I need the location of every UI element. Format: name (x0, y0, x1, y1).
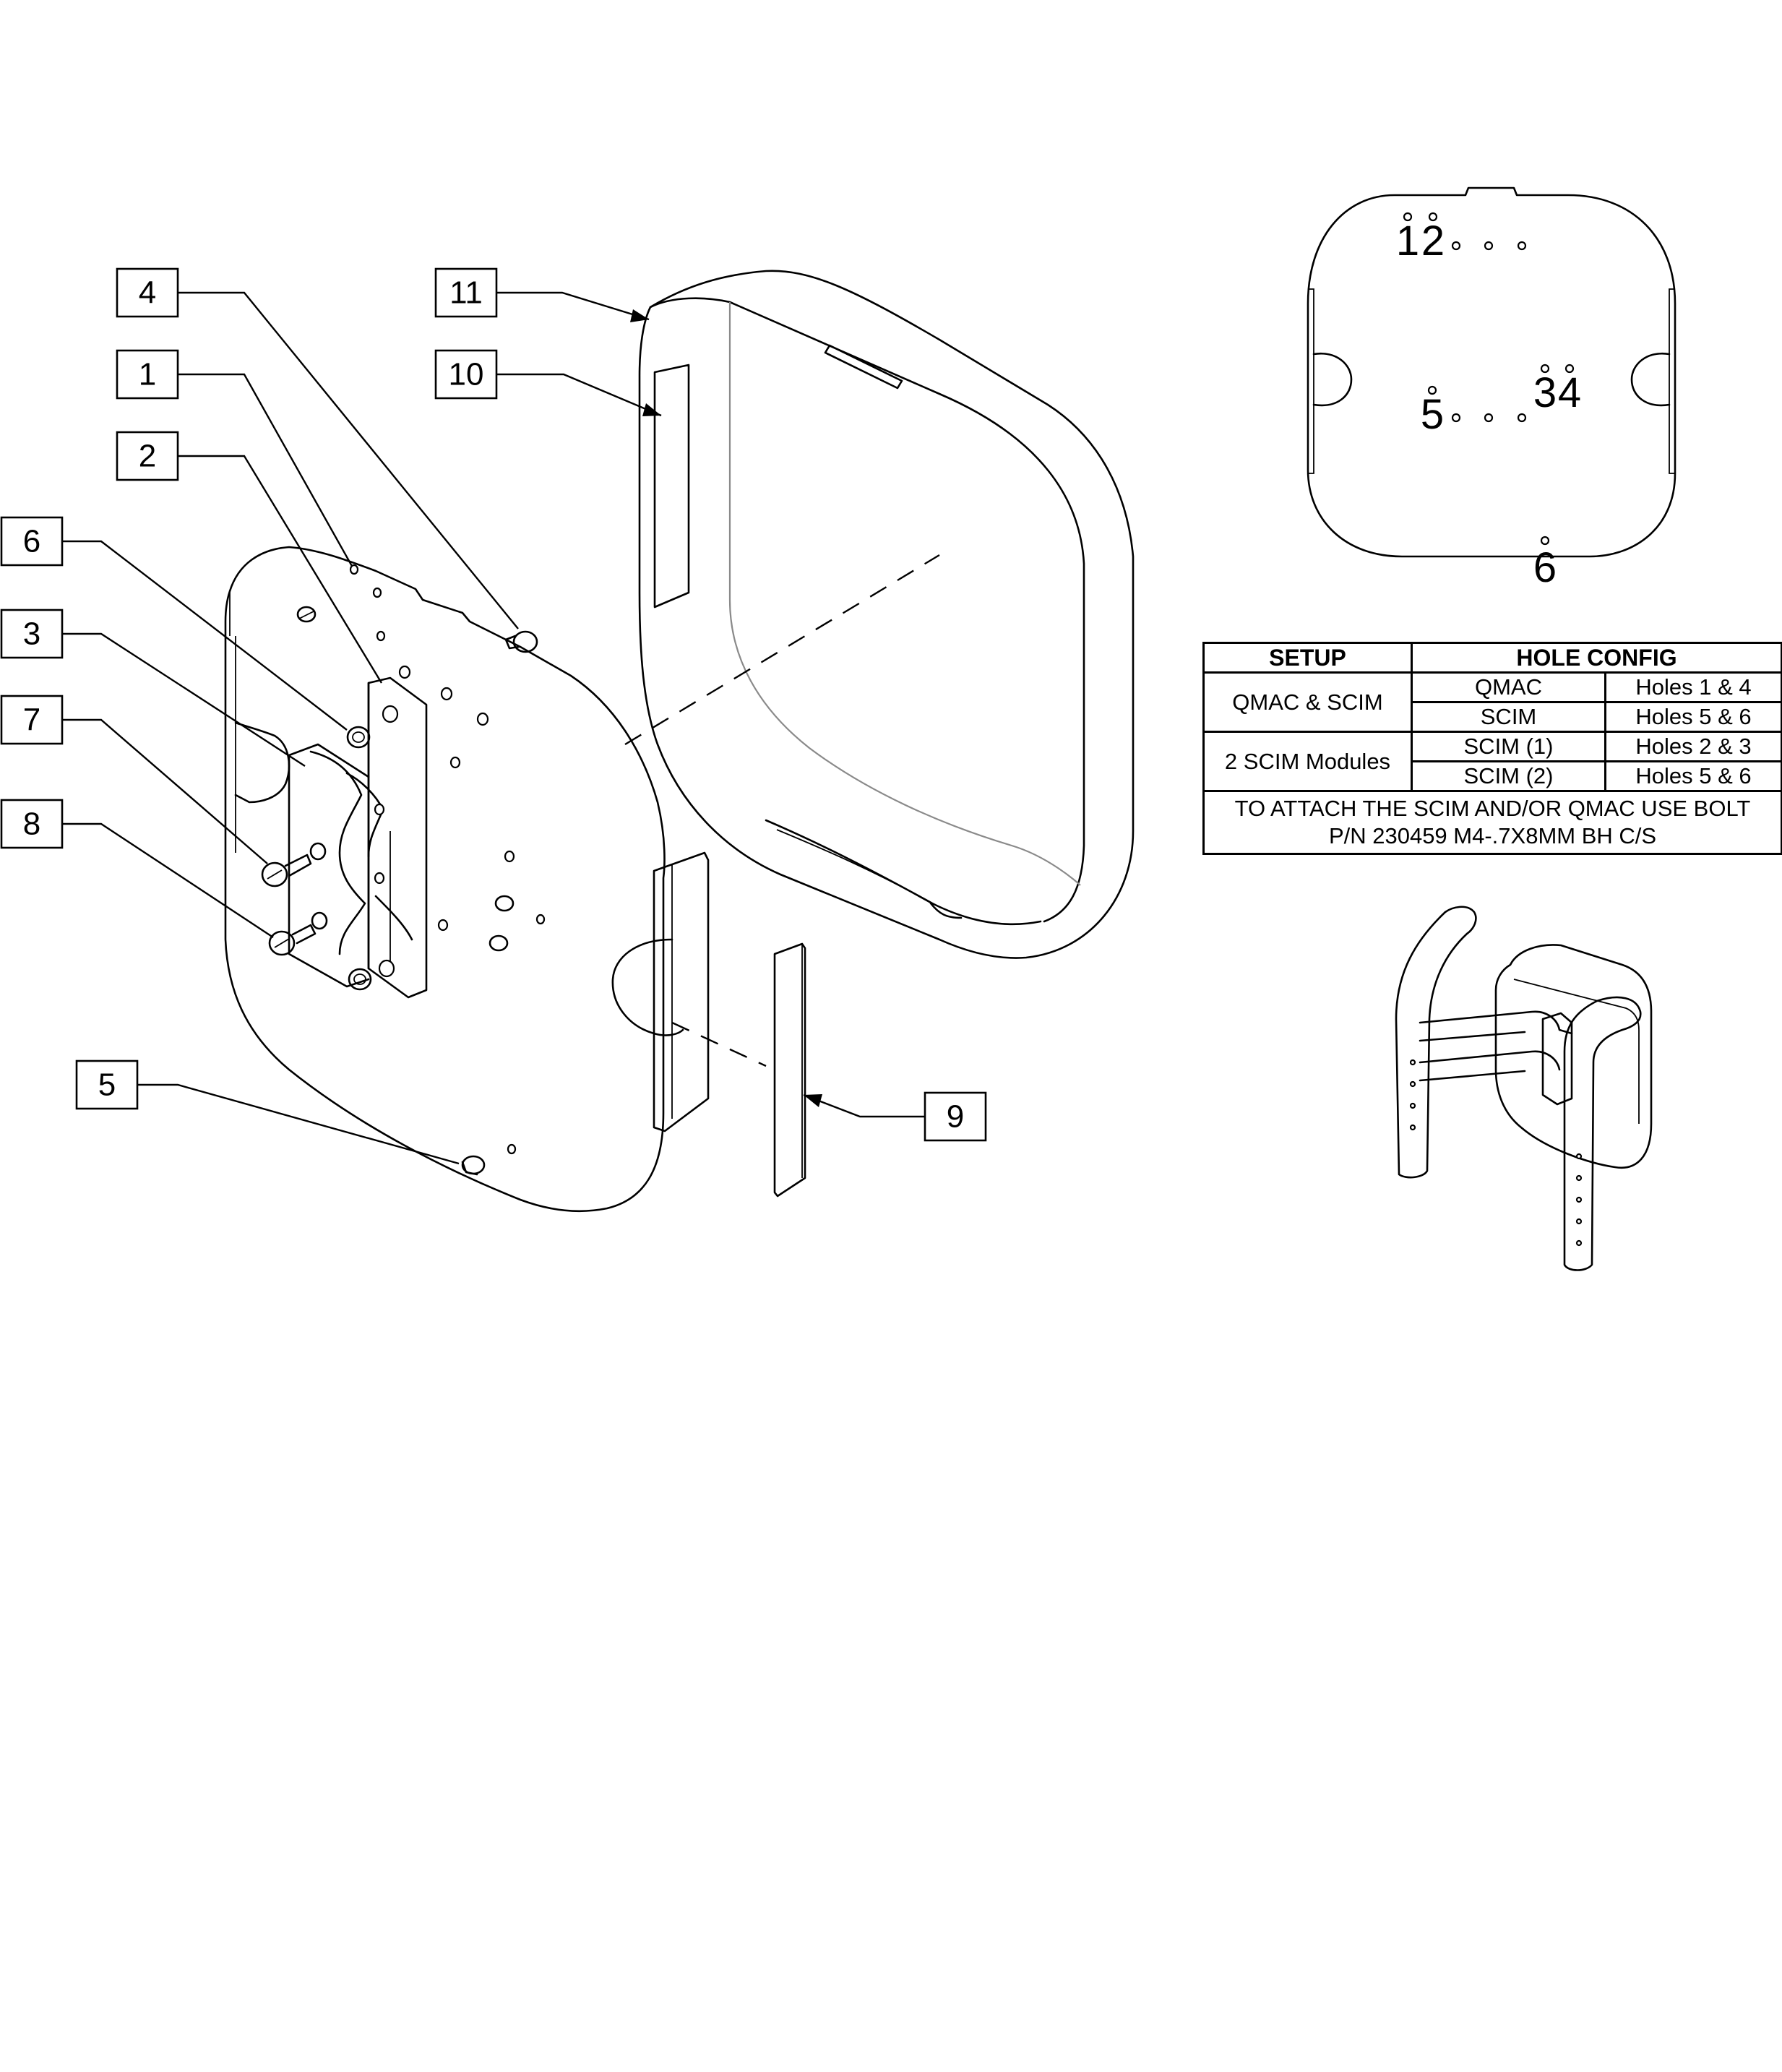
callout-11: 11 (434, 267, 650, 322)
callout-9: 9 (803, 1091, 987, 1142)
hole-config-table: SETUP HOLE CONFIG QMAC & SCIM QMAC Holes… (1202, 642, 1782, 855)
bracket-block (288, 676, 428, 999)
bolt-item-8 (268, 911, 328, 956)
bolt-item-7 (261, 842, 327, 887)
hole-position-view: 1 2 3 4 5 6 (1307, 186, 1676, 591)
module-cell: SCIM (1411, 701, 1606, 733)
svg-text:8: 8 (23, 807, 40, 842)
hole-label-6: 6 (1533, 544, 1557, 591)
svg-text:3: 3 (23, 616, 40, 652)
holes-cell: Holes 5 & 6 (1604, 701, 1782, 733)
screw-item-5 (461, 1155, 486, 1176)
module-cell: SCIM (1) (1411, 731, 1606, 762)
hole-label-3: 3 (1533, 369, 1557, 416)
screw-small-1 (296, 606, 317, 623)
callout-6: 6 (0, 516, 348, 731)
svg-text:1: 1 (139, 357, 156, 392)
svg-text:4: 4 (139, 275, 156, 311)
hole-label-5: 5 (1421, 391, 1444, 438)
mounting-plate (224, 546, 767, 1213)
holes-cell: Holes 2 & 3 (1604, 731, 1782, 762)
callout-5: 5 (75, 1059, 460, 1165)
svg-text:2: 2 (139, 439, 156, 474)
back-shell (624, 270, 1135, 959)
callout-3: 3 (0, 609, 306, 768)
module-cell: QMAC (1411, 671, 1606, 703)
hole-label-2: 2 (1421, 218, 1445, 265)
nut-lower (348, 968, 372, 991)
setup-2-scim-modules: 2 SCIM Modules (1202, 731, 1413, 792)
assembled-iso-view (1395, 906, 1653, 1271)
holes-cell: Holes 5 & 6 (1604, 760, 1782, 792)
callout-8: 8 (0, 799, 274, 939)
svg-text:9: 9 (947, 1099, 964, 1135)
callout-4: 4 (116, 267, 519, 629)
svg-text:5: 5 (98, 1067, 116, 1103)
screw-small-2 (494, 895, 515, 912)
callout-2: 2 (116, 431, 383, 684)
svg-text:7: 7 (23, 702, 40, 738)
hole-label-4: 4 (1558, 369, 1581, 416)
nut-upper (346, 726, 371, 749)
screw-item-4 (504, 630, 538, 653)
bolt-note-line-2: P/N 230459 M4-.7X8MM BH C/S (1328, 823, 1657, 848)
svg-text:10: 10 (449, 357, 484, 392)
holes-cell: Holes 1 & 4 (1604, 671, 1782, 703)
header-hole-config: HOLE CONFIG (1411, 642, 1782, 674)
module-cell: SCIM (2) (1411, 760, 1606, 792)
callout-1: 1 (116, 349, 354, 568)
header-setup: SETUP (1202, 642, 1413, 674)
bolt-note: TO ATTACH THE SCIM AND/OR QMAC USE BOLT … (1202, 790, 1782, 855)
callout-7: 7 (0, 695, 268, 864)
svg-text:6: 6 (23, 524, 40, 559)
hole-label-1: 1 (1396, 218, 1419, 265)
bolt-note-line-1: TO ATTACH THE SCIM AND/OR QMAC USE BOLT (1234, 796, 1751, 821)
callout-10: 10 (434, 349, 662, 417)
setup-qmac-scim: QMAC & SCIM (1202, 671, 1413, 733)
screw-small-3 (488, 934, 509, 952)
strip-item-9 (773, 942, 806, 1198)
svg-text:11: 11 (449, 275, 483, 311)
